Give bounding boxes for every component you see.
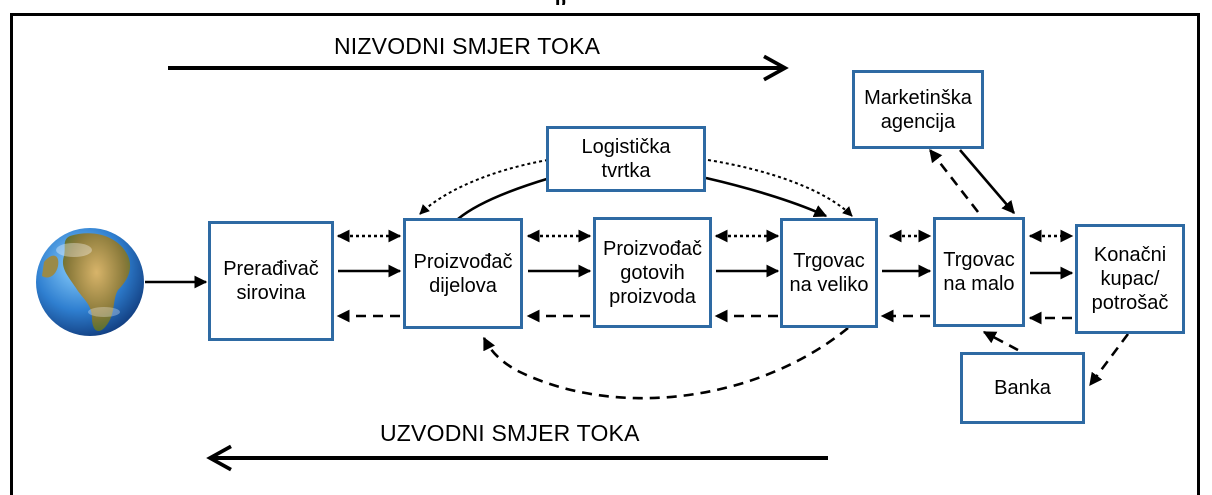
payment-arrow-banka-to-trgovac (982, 330, 1019, 352)
node-proizvodac-gotovih-proizvoda: Proizvođač gotovih proizvoda (593, 217, 712, 328)
node-proizvodac-dijelova: Proizvođač dijelova (403, 218, 523, 329)
payment-arrow-curve (482, 326, 849, 400)
logistics-dotted-left (419, 159, 549, 215)
logistics-dotted-right (707, 159, 853, 217)
node-marketinska-agencija: Marketinška agencija (852, 70, 984, 149)
marketing-arrow (959, 149, 1015, 214)
node-trgovac-na-malo: Trgovac na malo (933, 217, 1025, 327)
node-banka: Banka (960, 352, 1085, 424)
node-konacni-kupac: Konačni kupac/ potrošač (1075, 224, 1185, 334)
node-logisticka-tvrtka: Logistička tvrtka (546, 126, 706, 192)
globe-icon (36, 228, 144, 336)
node-preradivac-sirovina: Prerađivač sirovina (208, 221, 334, 341)
diagram-frame (10, 13, 1200, 495)
top-text-fragment: p (555, 0, 625, 5)
node-trgovac-na-veliko: Trgovac na veliko (780, 218, 878, 328)
payment-arrow-to-banka (1088, 333, 1130, 387)
logistics-solid-right (705, 176, 828, 218)
payment-arrow-to-marketing (928, 148, 980, 213)
upstream-label: UZVODNI SMJER TOKA (380, 420, 640, 446)
downstream-label: NIZVODNI SMJER TOKA (334, 33, 601, 59)
logistics-solid-left (457, 176, 551, 220)
